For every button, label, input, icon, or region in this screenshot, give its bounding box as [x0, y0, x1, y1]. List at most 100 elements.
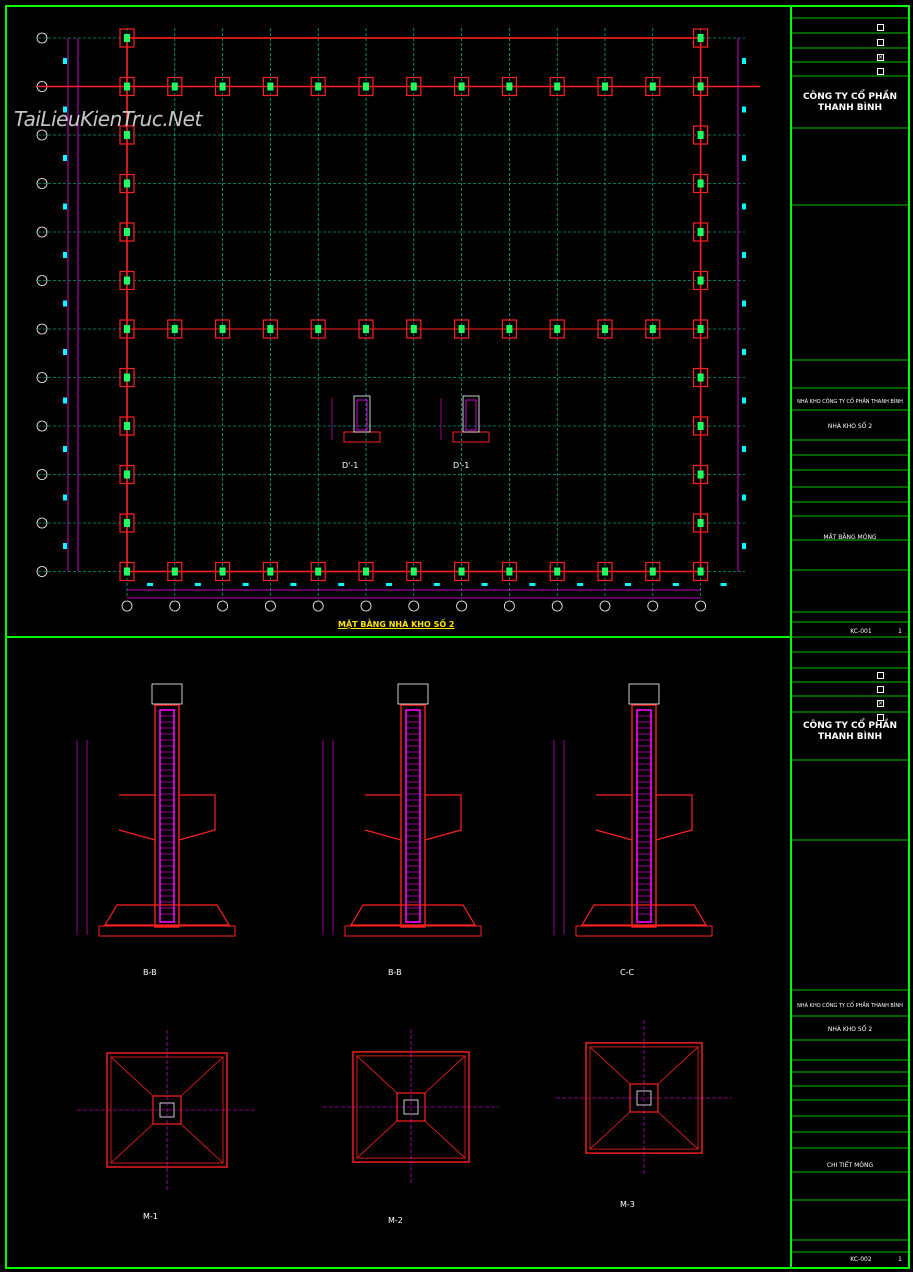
dimension-marker — [529, 583, 536, 586]
elevation-cc-footing — [580, 904, 708, 926]
footing-pad-bottom — [310, 561, 326, 582]
footing-pad-axis-7 — [597, 319, 613, 339]
section-label-d1-right: D'-1 — [453, 461, 470, 470]
grid-bubble-row — [36, 323, 48, 335]
grid-bubble-row — [36, 178, 48, 189]
column-stub — [124, 131, 130, 139]
checkbox-icon[interactable] — [877, 672, 884, 679]
column-stub — [124, 34, 130, 42]
dimension-marker — [742, 494, 746, 501]
footing-pad-edge — [692, 222, 709, 242]
checkbox-icon[interactable] — [877, 68, 884, 75]
column-stub — [315, 567, 322, 576]
footing-pad-edge — [692, 367, 709, 388]
elevation-cc-pedestal — [595, 794, 693, 841]
footing-pad-axis-7 — [310, 319, 326, 339]
footing-pad-axis-2 — [406, 76, 422, 97]
column-stub — [124, 519, 130, 527]
section-label-bb-1: B-B — [143, 968, 157, 977]
company-name-line2: THANH BÌNH — [817, 103, 883, 113]
footing-pad-edge — [119, 270, 135, 291]
footing-pad-axis-2 — [454, 76, 470, 97]
column-stub — [124, 276, 130, 285]
grid-bubble-column — [695, 600, 706, 612]
footing-pad-edge — [692, 28, 709, 48]
grid-bubble-row — [36, 566, 48, 577]
elevation-bb-1-lean-concrete — [98, 925, 236, 937]
dimension-marker — [63, 397, 67, 404]
column-stub — [697, 519, 704, 527]
dimension-marker — [742, 349, 746, 355]
dimension-marker — [63, 543, 67, 549]
grid-bubble-row — [36, 129, 48, 141]
dimension-marker — [481, 583, 488, 586]
checkbox-checked-icon[interactable]: × — [877, 700, 884, 707]
elevation-bb-1-column — [154, 704, 180, 928]
column-stub — [697, 179, 704, 188]
grid-bubble-row — [36, 517, 48, 529]
checkbox-icon[interactable] — [877, 686, 884, 693]
dimension-marker — [63, 203, 67, 210]
column-stub — [554, 82, 561, 91]
column-stub — [602, 82, 608, 91]
grid-bubble-row — [36, 32, 48, 44]
dimension-marker — [242, 583, 249, 586]
grid-bubble-column — [312, 600, 324, 612]
item-block-1: NHÀ KHO CÔNG TY CỔ PHẦN THANH BÌNH NHÀ K… — [791, 398, 909, 431]
section-column — [353, 395, 371, 433]
footing-label-m1: M-1 — [143, 1212, 158, 1221]
grid-bubble-column — [503, 600, 515, 612]
checkbox-icon[interactable] — [877, 24, 884, 31]
column-stub — [697, 470, 704, 479]
checkbox-icon[interactable] — [877, 714, 884, 721]
footing-pad-bottom — [549, 561, 565, 582]
footing-pad-bottom — [597, 561, 613, 582]
dimension-marker — [672, 583, 679, 586]
grid-bubble-column — [599, 600, 611, 612]
project-name-2: NHÀ KHO CÔNG TY CỔ PHẦN THANH BÌNH — [797, 1003, 903, 1009]
dimension-marker — [742, 543, 746, 549]
grid-bubble-column — [121, 600, 133, 612]
company-block-2: CÔNG TY CỔ PHẦN THANH BÌNH — [791, 721, 909, 743]
elevation-bb-1-pedestal — [118, 794, 216, 841]
footing-pad-axis-7 — [454, 319, 470, 339]
column-stub — [171, 325, 178, 333]
dimension-marker — [147, 583, 153, 586]
dimension-marker — [63, 349, 67, 355]
item-name-2: NHÀ KHO SỐ 2 — [827, 1026, 873, 1033]
column-stub — [649, 567, 656, 576]
elevation-bb-2-top-section — [397, 683, 429, 705]
footing-pad-axis-7 — [406, 319, 422, 339]
footing-pad-edge — [119, 416, 135, 436]
dimension-marker — [742, 106, 746, 113]
column-stub — [697, 325, 704, 333]
footing-pad-edge — [692, 270, 709, 291]
footing-pad-edge — [692, 464, 709, 485]
elevation-bb-2-lean-concrete — [344, 925, 482, 937]
column-stub — [506, 567, 513, 576]
checkbox-icon[interactable] — [877, 39, 884, 46]
column-stub — [267, 567, 274, 576]
dimension-marker — [742, 155, 746, 161]
column-stub — [315, 325, 322, 333]
footing-pad-edge — [692, 319, 709, 339]
checkbox-checked-icon[interactable]: × — [877, 54, 884, 61]
column-stub — [124, 373, 130, 382]
dimension-marker — [63, 155, 67, 161]
sheet1-number: KC-001 — [850, 628, 872, 635]
column-stub — [124, 470, 130, 479]
section-footing — [452, 431, 490, 443]
dimension-marker — [742, 397, 746, 404]
dimension-marker — [194, 583, 201, 586]
elevation-bb-1-top-section — [151, 683, 183, 705]
column-stub — [124, 179, 130, 188]
column-stub — [458, 567, 465, 576]
dimension-marker — [433, 583, 440, 586]
footing-pad-edge — [119, 561, 135, 582]
column-stub — [171, 567, 178, 576]
column-stub — [458, 82, 465, 91]
footing-pad-edge — [692, 561, 709, 582]
column-stub — [554, 567, 561, 576]
company-name-line1-2: CÔNG TY CỔ PHẦN — [802, 721, 898, 731]
